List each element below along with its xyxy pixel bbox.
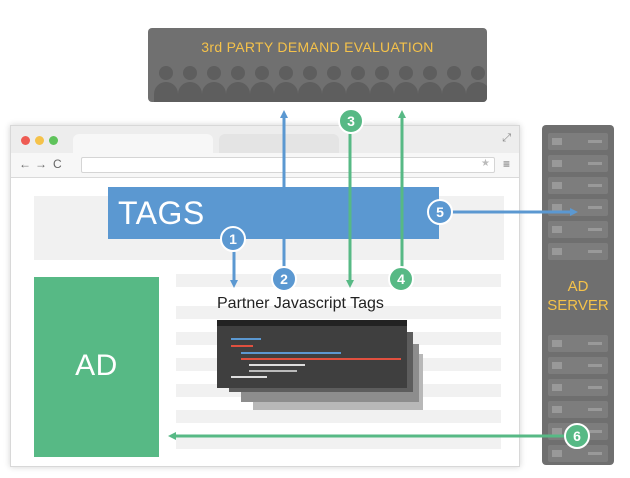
server-label: AD SERVER — [542, 277, 614, 315]
person-head-icon — [279, 66, 293, 80]
server-slot — [548, 379, 608, 396]
tags-bar: TAGS — [108, 187, 439, 239]
person-head-icon — [375, 66, 389, 80]
maximize-dot-icon — [49, 136, 58, 145]
browser-tab-active — [73, 134, 213, 153]
person-head-icon — [303, 66, 317, 80]
server-slot — [548, 357, 608, 374]
person-head-icon — [327, 66, 341, 80]
person-head-icon — [399, 66, 413, 80]
server-slot — [548, 221, 608, 238]
tags-label: TAGS — [118, 195, 205, 231]
person-head-icon — [447, 66, 461, 80]
browser-titlebar: ⤢ — [11, 126, 519, 153]
partner-tags-label: Partner Javascript Tags — [217, 295, 384, 312]
person-head-icon — [255, 66, 269, 80]
expand-icon: ⤢ — [502, 132, 511, 144]
close-dot-icon — [21, 136, 30, 145]
server-slot — [548, 445, 608, 462]
ad-label: AD — [75, 349, 118, 382]
person-head-icon — [207, 66, 221, 80]
person-body-icon — [202, 82, 226, 102]
server-slot — [548, 133, 608, 150]
minimize-dot-icon — [35, 136, 44, 145]
person-head-icon — [351, 66, 365, 80]
person-body-icon — [274, 82, 298, 102]
forward-icon: → — [35, 157, 47, 171]
person-head-icon — [159, 66, 173, 80]
person-body-icon — [226, 82, 250, 102]
person-body-icon — [370, 82, 394, 102]
browser-tab — [219, 134, 339, 153]
step-badge-2: 2 — [271, 266, 297, 292]
person-head-icon — [231, 66, 245, 80]
person-body-icon — [154, 82, 178, 102]
address-bar: ★ — [81, 157, 495, 173]
person-head-icon — [423, 66, 437, 80]
server-label-line2: SERVER — [547, 297, 609, 314]
demand-evaluation-box: 3rd PARTY DEMAND EVALUATION — [148, 28, 487, 102]
reload-icon: C — [53, 157, 62, 171]
star-icon: ★ — [481, 158, 490, 169]
person-body-icon — [346, 82, 370, 102]
person-body-icon — [178, 82, 202, 102]
content-placeholder — [176, 436, 501, 449]
person-body-icon — [418, 82, 442, 102]
code-window — [217, 320, 407, 388]
person-body-icon — [322, 82, 346, 102]
step-badge-5: 5 — [427, 199, 453, 225]
person-body-icon — [466, 82, 487, 102]
demand-title: 3rd PARTY DEMAND EVALUATION — [201, 39, 434, 55]
server-slot — [548, 243, 608, 260]
content-placeholder — [176, 274, 501, 287]
person-head-icon — [183, 66, 197, 80]
step-badge-3: 3 — [338, 108, 364, 134]
menu-icon: ≡ — [503, 157, 511, 171]
step-badge-6: 6 — [564, 423, 590, 449]
server-slot — [548, 155, 608, 172]
person-head-icon — [471, 66, 485, 80]
person-body-icon — [298, 82, 322, 102]
content-placeholder — [176, 306, 501, 319]
server-label-line1: AD — [567, 278, 589, 295]
server-slot — [548, 335, 608, 352]
server-slot — [548, 177, 608, 194]
toolbar: ← → C ★ ≡ — [11, 153, 519, 178]
step-badge-1: 1 — [220, 226, 246, 252]
step-badge-4: 4 — [388, 266, 414, 292]
content-placeholder — [176, 410, 501, 423]
person-body-icon — [250, 82, 274, 102]
back-icon: ← — [19, 157, 31, 171]
server-slot — [548, 401, 608, 418]
browser-window: ⤢ ← → C ★ ≡ TAGS AD Partner Javascript T… — [10, 125, 520, 467]
person-body-icon — [442, 82, 466, 102]
ad-slot: AD — [34, 277, 159, 457]
person-body-icon — [394, 82, 418, 102]
